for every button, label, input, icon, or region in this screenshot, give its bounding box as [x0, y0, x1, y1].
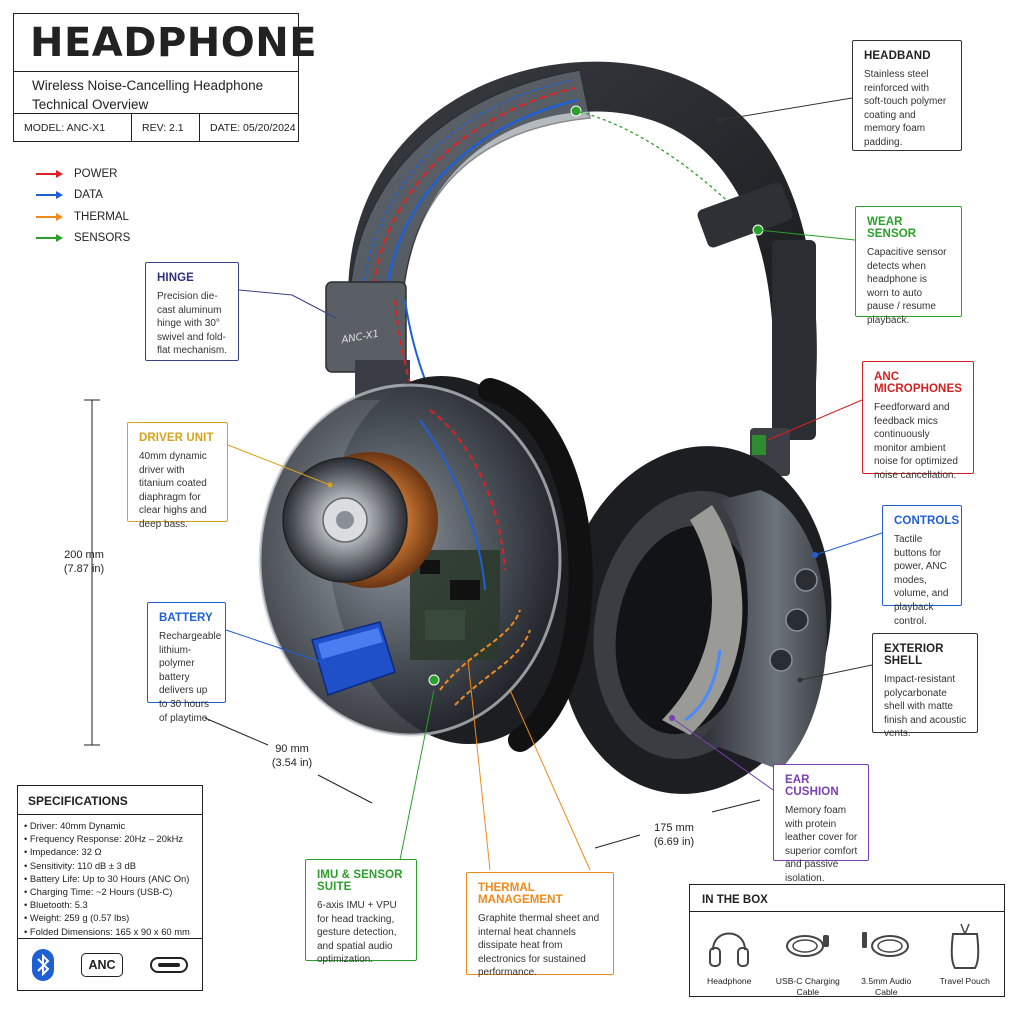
callout-controls: CONTROLS Tactile buttons for power, ANC … — [882, 505, 962, 627]
rev-field: REV: 2.1 — [132, 114, 200, 141]
in-the-box-item: Headphone — [693, 920, 765, 998]
callout-text: Feedforward and feedback mics continuous… — [874, 402, 958, 481]
bluetooth-icon — [31, 948, 54, 981]
feature-badges: ANC — [17, 939, 203, 991]
in-the-box-items: Headphone USB-C Charging Cable 3.5mm Aud… — [690, 912, 1004, 998]
in-the-box-panel: IN THE BOX Headphone USB-C Charging Cabl… — [689, 884, 1005, 997]
callout-title: BATTERY — [159, 612, 213, 624]
callout-title: THERMAL MANAGEMENT — [478, 882, 563, 906]
in-the-box-item: USB-C Charging Cable — [772, 920, 844, 998]
in-the-box-title: IN THE BOX — [690, 885, 1004, 912]
callout-title: CONTROLS — [894, 515, 960, 527]
usb-c-cable-icon — [785, 935, 829, 957]
model-field: MODEL: ANC-X1 — [14, 114, 132, 141]
specifications-panel: SPECIFICATIONS • Driver: 40mm Dynamic • … — [17, 785, 203, 939]
callout-text: Impact-resistant polycarbonate shell wit… — [884, 674, 967, 740]
callout-driver-unit: DRIVER UNIT 40mm dynamic driver with tit… — [127, 422, 228, 530]
spec-item: • Sensitivity: 110 dB ± 3 dB — [24, 859, 136, 871]
usb-c-icon — [150, 956, 189, 973]
callout-text: Graphite thermal sheet and internal heat… — [478, 913, 600, 979]
page-title: HEADPHONE — [14, 14, 317, 72]
title-block: HEADPHONE Wireless Noise-Cancelling Head… — [13, 13, 317, 142]
callout-text: Tactile buttons for power, ANC modes, vo… — [894, 534, 949, 627]
data-arrow-icon — [36, 191, 63, 200]
dimension-height: 200 mm (7.87 in) — [63, 549, 105, 575]
callout-text: Precision die-cast aluminum hinge with 3… — [157, 291, 228, 357]
spec-item: • Frequency Response: 20Hz – 20kHz — [24, 833, 184, 845]
callout-imu-sensor-suite: IMU & SENSOR SUITE 6-axis IMU + VPU for … — [305, 859, 417, 965]
travel-pouch-icon — [950, 923, 980, 969]
callout-title: ANC MICROPHONES — [874, 371, 962, 395]
in-the-box-item: Travel Pouch — [929, 920, 1001, 998]
callout-ear-cushion: EAR CUSHION Memory foam with protein lea… — [773, 764, 869, 884]
sensors-arrow-icon — [36, 234, 63, 243]
callout-hinge: HINGE Precision die-cast aluminum hinge … — [145, 262, 239, 361]
anc-badge: ANC — [81, 952, 123, 977]
callout-text: Capacitive sensor detects when headphone… — [867, 247, 947, 326]
callout-title: EAR CUSHION — [785, 774, 839, 798]
spec-item: • Weight: 259 g (0.57 lbs) — [24, 912, 130, 924]
spec-item: • Battery Life: Up to 30 Hours (ANC On) — [24, 872, 190, 884]
callout-title: DRIVER UNIT — [139, 432, 214, 444]
legend-item-power: POWER — [36, 163, 130, 185]
specs-title: SPECIFICATIONS — [18, 786, 202, 815]
title-meta-row: MODEL: ANC-X1 REV: 2.1 DATE: 05/20/2024 — [14, 113, 298, 141]
dimension-depth: 90 mm (3.54 in) — [271, 743, 313, 769]
legend: POWER DATA THERMAL SENSORS — [36, 163, 130, 249]
callout-exterior-shell: EXTERIOR SHELL Impact-resistant polycarb… — [872, 633, 978, 739]
headphone-icon — [709, 932, 750, 967]
dimension-width: 175 mm (6.69 in) — [653, 822, 695, 848]
spec-item: • Impedance: 32 Ω — [24, 846, 102, 858]
subtitle-line-2: Technical Overview — [32, 97, 149, 112]
spec-item: • Folded Dimensions: 165 x 90 x 60 mm — [24, 925, 190, 937]
audio-cable-icon — [862, 932, 910, 957]
callout-title: WEAR SENSOR — [867, 216, 917, 240]
callout-text: 40mm dynamic driver with titanium coated… — [139, 451, 207, 530]
power-arrow-icon — [36, 169, 63, 178]
legend-item-thermal: THERMAL — [36, 206, 130, 228]
spec-item: • Driver: 40mm Dynamic — [24, 820, 126, 831]
thermal-arrow-icon — [36, 212, 63, 221]
callout-text: Stainless steel reinforced with soft-tou… — [864, 69, 947, 148]
subtitle: Wireless Noise-Cancelling Headphone Tech… — [32, 76, 263, 114]
specs-list: • Driver: 40mm Dynamic • Frequency Respo… — [18, 819, 202, 938]
callout-text: Memory foam with protein leather cover f… — [785, 805, 858, 884]
in-the-box-item: 3.5mm Audio Cable — [850, 920, 922, 998]
callout-title: HINGE — [157, 272, 194, 284]
callout-title: HEADBAND — [864, 50, 931, 62]
callout-text: 6-axis IMU + VPU for head tracking, gest… — [317, 900, 397, 966]
spec-item: • Bluetooth: 5.3 — [24, 899, 88, 911]
callout-thermal-management: THERMAL MANAGEMENT Graphite thermal shee… — [466, 872, 614, 978]
date-field: DATE: 05/20/2024 — [210, 121, 296, 134]
callout-anc-microphones: ANC MICROPHONES Feedforward and feedback… — [862, 361, 974, 481]
legend-item-data: DATA — [36, 185, 130, 207]
callout-text: Rechargeable lithium-polymer battery del… — [159, 631, 222, 724]
callout-headband: HEADBAND Stainless steel reinforced with… — [852, 40, 962, 151]
callout-title: EXTERIOR SHELL — [884, 643, 944, 667]
callout-battery: BATTERY Rechargeable lithium-polymer bat… — [147, 602, 226, 724]
subtitle-line-1: Wireless Noise-Cancelling Headphone — [32, 78, 264, 93]
callout-wear-sensor: WEAR SENSOR Capacitive sensor detects wh… — [855, 206, 962, 326]
legend-item-sensors: SENSORS — [36, 228, 130, 250]
spec-item: • Charging Time: ~2 Hours (USB-C) — [24, 886, 173, 898]
callout-title: IMU & SENSOR SUITE — [317, 869, 403, 893]
